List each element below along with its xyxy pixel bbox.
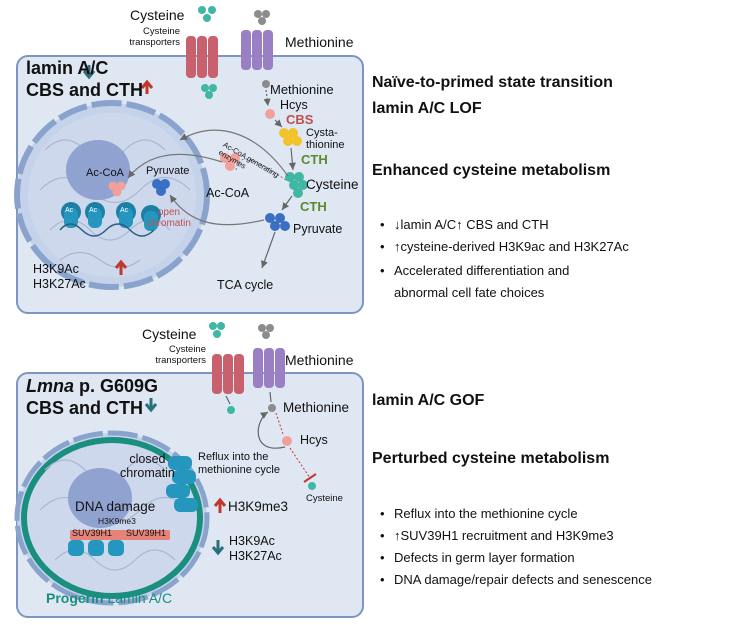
- top-bullet-1: ↓lamin A/C↑ CBS and CTH: [378, 216, 718, 234]
- bottom-methionine-inside: Methionine: [283, 400, 350, 415]
- top-heading-3: Enhanced cysteine metabolism: [372, 162, 611, 179]
- ac-mark-2: Ac: [89, 207, 98, 214]
- bottom-molecules: [209, 322, 316, 490]
- closed-chromatin-label: closed chromatin: [120, 452, 175, 480]
- bottom-bullet-1: Reflux into the methionine cycle: [378, 505, 728, 523]
- accoa-cyto-label: Ac-CoA: [206, 186, 250, 200]
- top-bullet-list: ↓lamin A/C↑ CBS and CTH ↑cysteine-derive…: [378, 216, 718, 304]
- bottom-methionine-outside: Methionine: [285, 352, 354, 368]
- top-nucleus: [14, 100, 210, 290]
- top-bullet-2: ↑cysteine-derived H3K9ac and H3K27Ac: [378, 238, 718, 256]
- bottom-pathway: [225, 391, 317, 483]
- bottom-bullet-2: ↑SUV39H1 recruitment and H3K9me3: [378, 527, 728, 545]
- lmna-title: Lmna p. G609G: [26, 376, 158, 397]
- progerin-label: Progerin: [46, 590, 104, 606]
- top-cysteine-inside: Cysteine: [306, 177, 359, 192]
- bottom-heading-1: lamin A/C GOF: [372, 392, 485, 409]
- h3k9me3-up-arrow: [213, 497, 227, 513]
- top-methionine-molecules: [254, 10, 270, 88]
- bottom-cysteine-label: Cysteine: [142, 326, 197, 342]
- top-heading-2: lamin A/C LOF: [372, 100, 482, 117]
- bottom-hcys: Hcys: [300, 433, 328, 447]
- cth-label-1: CTH: [301, 152, 328, 167]
- ac-mark-3: Ac: [120, 207, 129, 214]
- top-cysteine-label: Cysteine: [130, 7, 185, 23]
- cbs-cth-title: CBS and CTH: [26, 80, 143, 100]
- top-heading-1: Naïve-to-primed state transition: [372, 74, 613, 91]
- pyruvate-cyto-label: Pyruvate: [293, 222, 343, 236]
- tca-label: TCA cycle: [217, 278, 274, 292]
- h3k9me3-small-label: H3K9me3: [98, 516, 136, 526]
- top-bullet-3: Accelerated differentiation and abnormal…: [378, 260, 718, 304]
- suv39h1-left: SUV39H1: [72, 528, 113, 538]
- lamin-ac-label: Lamin A/C: [107, 590, 173, 606]
- lmna-rest: p. G609G: [74, 376, 159, 396]
- cbs-label: CBS: [286, 112, 314, 127]
- bottom-heading-2: Perturbed cysteine metabolism: [372, 450, 610, 467]
- pyruvate-dots: [152, 179, 290, 231]
- reflux-label: Reflux into the methionine cycle: [198, 451, 280, 476]
- top-methionine-inside: Methionine: [270, 82, 334, 97]
- progerin-lamin-label: Progerin Lamin A/C: [46, 590, 172, 606]
- lmna-italic: Lmna: [26, 376, 75, 396]
- top-cysteine-transporters-label: Cysteine transporters: [129, 26, 180, 48]
- cth-label-2: CTH: [300, 199, 327, 214]
- h3k27ac-label-bottom: H3K27Ac: [229, 549, 282, 563]
- bottom-methionine-transporter: [253, 348, 285, 388]
- top-pathway: [127, 89, 308, 269]
- lamin-title: lamin A/C: [26, 58, 109, 78]
- top-methionine-outside: Methionine: [285, 34, 354, 50]
- acetyl-up-arrow: [114, 259, 128, 275]
- pyruvate-nuc-label: Pyruvate: [146, 165, 190, 177]
- accoa-nuc-label: Ac-CoA: [86, 167, 124, 179]
- bottom-cysteine-small: Cysteine: [306, 493, 343, 504]
- h3k9ac-label-top: H3K9Ac: [33, 262, 79, 276]
- top-methionine-transporter: [241, 30, 273, 70]
- bottom-nucleosomes: [68, 456, 198, 556]
- top-cysteine-transporter: [186, 36, 218, 78]
- dna-damage-label: DNA damage: [75, 499, 156, 514]
- h3k9ac-down-arrow: [211, 540, 225, 556]
- h3k9ac-label-bottom: H3K9Ac: [229, 534, 275, 548]
- accoa-dots: [108, 153, 240, 197]
- bottom-nucleus: [14, 430, 210, 606]
- cbs-up-arrow: [140, 79, 154, 94]
- bottom-cysteine-transporters-label: Cysteine transporters: [155, 344, 206, 366]
- bottom-cysteine-transporter: [212, 354, 244, 394]
- bottom-bullet-list: Reflux into the methionine cycle ↑SUV39H…: [378, 505, 728, 589]
- suv39h1-right: SUV39H1: [126, 528, 167, 538]
- lamin-down-arrow: [82, 65, 96, 80]
- open-chromatin-label: open chromatin: [147, 207, 191, 229]
- cbs-down-arrow: [144, 398, 158, 413]
- top-hcys: Hcys: [280, 98, 308, 112]
- top-cysteine-molecules: [198, 6, 217, 99]
- ac-mark-1: Ac: [65, 207, 74, 214]
- bottom-cbs-cth-title: CBS and CTH: [26, 398, 143, 418]
- h3k9me3-label: H3K9me3: [228, 499, 289, 514]
- bottom-bullet-3: Defects in germ layer formation: [378, 549, 728, 567]
- cystathionine-label: Cysta- thionine: [306, 127, 345, 151]
- h3k27ac-label-top: H3K27Ac: [33, 277, 86, 291]
- top-nucleosomes: [59, 202, 161, 237]
- bottom-bullet-4: DNA damage/repair defects and senescence: [378, 571, 728, 589]
